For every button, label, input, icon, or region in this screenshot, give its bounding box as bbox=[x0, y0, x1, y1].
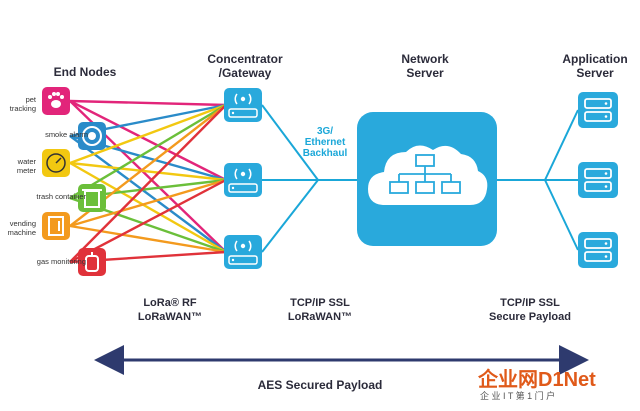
network-server bbox=[357, 112, 497, 246]
watermark-logo: 企业网D1Net bbox=[478, 369, 596, 391]
node-label-pet-line1: pet bbox=[25, 95, 36, 104]
network-server-header-line1: Network bbox=[401, 52, 449, 66]
node-label-trash: trash container bbox=[36, 192, 86, 201]
application-server-header-line1: Application bbox=[562, 52, 628, 66]
water-meter-icon bbox=[42, 149, 70, 177]
backhaul-links bbox=[261, 104, 360, 253]
trash-container-icon bbox=[78, 184, 106, 212]
lora-link bbox=[69, 178, 227, 228]
backhaul-label-line1: 3G/ bbox=[316, 126, 334, 137]
tcp-ip-label-1-line1: TCP/IP SSL bbox=[290, 297, 350, 309]
tcp-ip-label-2-line2: Secure Payload bbox=[489, 311, 571, 323]
gateway-icon bbox=[224, 163, 262, 197]
lora-link bbox=[69, 135, 227, 253]
server-link-1 bbox=[544, 109, 579, 181]
backhaul-link-1 bbox=[261, 104, 319, 181]
node-label-water-line2: meter bbox=[16, 166, 36, 175]
gateway-icon bbox=[224, 235, 262, 269]
lora-link bbox=[69, 224, 227, 254]
network-server-header-line2: Server bbox=[406, 66, 444, 80]
end-nodes-header: End Nodes bbox=[53, 65, 117, 79]
server-icon bbox=[578, 232, 618, 268]
lora-link bbox=[69, 99, 227, 107]
lora-link bbox=[69, 161, 227, 182]
lora-link bbox=[69, 103, 227, 200]
backhaul-link-3 bbox=[261, 179, 319, 253]
watermark-tagline: 企 业 I T 第 1 门 户 bbox=[480, 391, 556, 401]
smoke-alarm-icon bbox=[78, 122, 106, 150]
node-label-smoke: smoke alarm bbox=[45, 130, 88, 139]
tcp-ip-label-2-line1: TCP/IP SSL bbox=[500, 297, 560, 309]
lora-rf-label-line2: LoRaWAN™ bbox=[137, 311, 203, 323]
lora-link bbox=[69, 99, 227, 182]
gas-tank-icon bbox=[78, 248, 106, 276]
node-label-vending-line1: vending bbox=[9, 219, 36, 228]
concentrator-header-line2: /Gateway bbox=[218, 66, 272, 80]
node-label-water-line1: water bbox=[17, 157, 36, 166]
lora-link bbox=[69, 103, 227, 165]
lora-rf-label-line1: LoRa® RF bbox=[143, 297, 197, 309]
node-label-vending-line2: machine bbox=[7, 228, 36, 237]
aes-secured-payload-label: AES Secured Payload bbox=[257, 378, 383, 392]
server-link-3 bbox=[544, 179, 579, 251]
backhaul-label-line2: Ethernet bbox=[304, 137, 346, 148]
server-icon bbox=[578, 92, 618, 128]
paw-icon bbox=[42, 87, 70, 115]
lora-link bbox=[69, 161, 227, 254]
cloud-network-icon bbox=[368, 145, 488, 205]
vending-machine-icon bbox=[42, 212, 70, 240]
application-server-header-line2: Server bbox=[576, 66, 614, 80]
concentrator-header-line1: Concentrator bbox=[207, 52, 283, 66]
server-icon bbox=[578, 162, 618, 198]
gateway-icon bbox=[224, 88, 262, 122]
lora-link bbox=[69, 104, 227, 263]
gateways bbox=[224, 88, 262, 269]
tcp-ip-label-1-line2: LoRaWAN™ bbox=[287, 311, 353, 323]
end-node-icons bbox=[42, 87, 106, 276]
node-label-pet-line2: tracking bbox=[9, 104, 36, 113]
backhaul-label-line3: Backhaul bbox=[302, 148, 348, 159]
node-label-gas: gas monitoring bbox=[36, 257, 86, 266]
application-servers bbox=[578, 92, 618, 268]
server-links bbox=[496, 109, 579, 251]
